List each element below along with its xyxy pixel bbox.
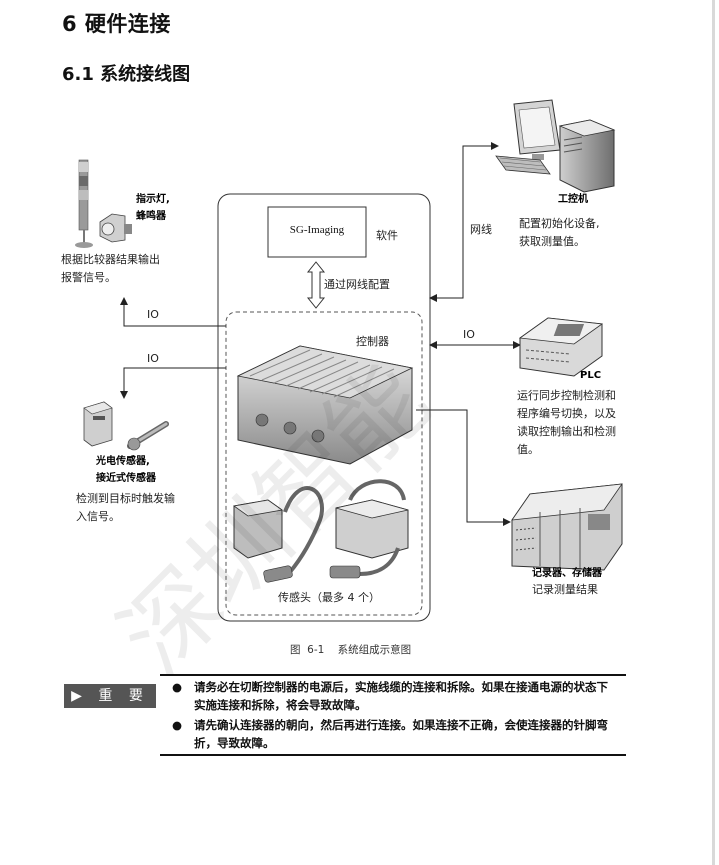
software-box xyxy=(267,206,367,258)
software-label: 软件 xyxy=(376,229,398,242)
controller-icon xyxy=(236,345,414,465)
bullet-icon: ● xyxy=(172,680,183,694)
figure-caption: 图 6-1 系统组成示意图 xyxy=(290,644,412,656)
bullet-icon: ● xyxy=(172,718,183,732)
io-label-photo: IO xyxy=(147,352,159,365)
network-line xyxy=(429,142,499,302)
page-edge-bar xyxy=(712,0,715,865)
important-badge: ▶ 重 要 xyxy=(64,684,156,708)
io-line-indicator xyxy=(120,297,226,327)
network-config-label: 通过网线配置 xyxy=(324,278,390,291)
pc-icon xyxy=(495,99,616,193)
controller-dashed-frame xyxy=(225,311,423,616)
notice-top-rule xyxy=(160,674,626,676)
pc-desc: 配置初始化设备, 获取测量值。 xyxy=(519,217,600,248)
controller-label: 控制器 xyxy=(356,335,389,348)
photo-sensor-desc: 检测到目标时触发输 入信号。 xyxy=(76,492,175,523)
io-label-plc: IO xyxy=(463,328,475,341)
config-arrow xyxy=(306,261,326,309)
indicator-title: 指示灯, 蜂鸣器 xyxy=(136,194,170,222)
recorder-desc: 记录测量结果 xyxy=(532,583,598,596)
notice-item-text: 请先确认连接器的朝向，然后再进行连接。如果连接不正确，会使连接器的针脚弯折，导致… xyxy=(194,718,608,750)
plc-desc: 运行同步控制检测和 程序编号切换，以及 读取控制输出和检测 值。 xyxy=(517,389,616,456)
pc-title: 工控机 xyxy=(558,194,588,205)
photo-sensor-icon xyxy=(83,401,113,447)
io-line-photo xyxy=(120,367,226,399)
section-title: 6.1 系统接线图 xyxy=(62,64,191,85)
notice-bottom-rule xyxy=(160,754,626,756)
software-box-label: SG-Imaging xyxy=(289,224,345,236)
plc-icon xyxy=(518,317,604,377)
io-label-indicator: IO xyxy=(147,308,159,321)
sensor-head-left-icon xyxy=(232,486,324,583)
recorder-title: 记录器、存储器 xyxy=(532,568,602,579)
chapter-title: 6 硬件连接 xyxy=(62,12,171,36)
system-frame xyxy=(217,193,431,622)
recorder-icon xyxy=(511,483,623,571)
tower-light-icon xyxy=(75,159,93,248)
indicator-desc: 根据比较器结果输出 报警信号。 xyxy=(61,253,160,284)
plc-title: PLC xyxy=(580,370,602,381)
photo-sensor-title: 光电传感器, 接近式传感器 xyxy=(96,456,156,484)
buzzer-icon xyxy=(99,213,132,243)
proximity-sensor-icon xyxy=(127,421,169,451)
recorder-line xyxy=(416,409,511,526)
sensor-head-right-icon xyxy=(329,479,409,579)
network-cable-label: 网线 xyxy=(470,223,492,236)
notice-item-text: 请务必在切断控制器的电源后，实施线缆的连接和拆除。如果在接通电源的状态下实施连接… xyxy=(194,680,608,712)
sensor-head-label: 传感头（最多 4 个） xyxy=(278,591,380,604)
